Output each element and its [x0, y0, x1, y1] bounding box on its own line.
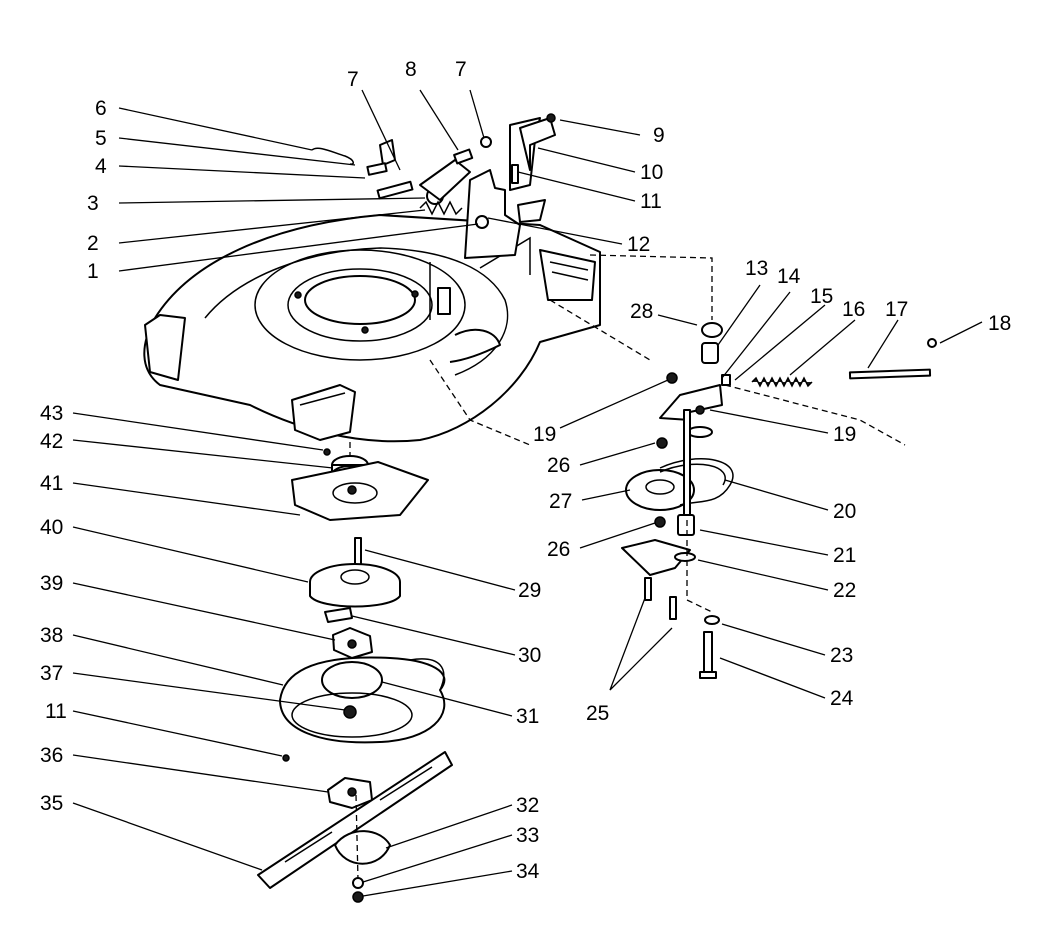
- mounting-bracket: [519, 117, 556, 171]
- nut-26b: [654, 516, 666, 528]
- callout-38: 38: [40, 624, 63, 647]
- blade-stiffener: [334, 830, 391, 865]
- callout-34: 34: [516, 860, 540, 883]
- screw-43: [323, 448, 331, 456]
- callout-26a: 26: [547, 454, 570, 477]
- callout-12: 12: [627, 233, 650, 256]
- callout-7a: 7: [347, 68, 359, 91]
- washer-33: [352, 877, 364, 889]
- callout-11-bottom: 11: [45, 700, 67, 723]
- callout-26b: 26: [547, 538, 570, 561]
- callout-8: 8: [405, 58, 417, 81]
- callout-21: 21: [833, 544, 856, 567]
- nut-small: [546, 113, 556, 123]
- pin: [366, 162, 388, 176]
- callout-4: 4: [95, 155, 107, 178]
- washer-23: [704, 615, 720, 625]
- nut: [475, 215, 489, 229]
- callout-31: 31: [516, 705, 539, 728]
- callout-29: 29: [518, 579, 541, 602]
- callout-14: 14: [777, 265, 801, 288]
- bolt: [376, 180, 414, 200]
- callout-36: 36: [40, 744, 63, 767]
- callout-10: 10: [640, 161, 663, 184]
- screw: [511, 164, 519, 184]
- callout-17: 17: [885, 298, 908, 321]
- lever-arm: [419, 159, 471, 201]
- callout-9: 9: [653, 124, 665, 147]
- callout-43: 43: [40, 402, 63, 425]
- washer-small: [480, 136, 492, 148]
- blade-stack: [257, 359, 531, 903]
- spring-clip: [311, 147, 355, 165]
- key-30: [324, 607, 353, 623]
- bushing: [701, 342, 719, 364]
- callout-labels: 6 5 4 3 2 1 7 8 7 9 10 11 12 13 14 15 16…: [40, 58, 1011, 883]
- nut-34: [352, 891, 364, 903]
- hub-31: [321, 661, 383, 699]
- callout-16: 16: [842, 298, 865, 321]
- flat-washer: [674, 552, 696, 562]
- callout-11-top: 11: [640, 190, 662, 213]
- leader-lines: [72, 89, 983, 897]
- callout-40: 40: [40, 516, 63, 539]
- callout-19b: 19: [833, 423, 856, 446]
- extension-spring: [751, 376, 813, 388]
- callout-37: 37: [40, 662, 63, 685]
- height-adjust-lever-assembly: [311, 113, 556, 229]
- nut-19: [666, 372, 678, 384]
- callout-27: 27: [549, 490, 572, 513]
- callout-32: 32: [516, 794, 539, 817]
- callout-5: 5: [95, 127, 107, 150]
- screw-11: [282, 754, 290, 762]
- bolt-25a: [644, 577, 652, 601]
- washer-plate: [687, 426, 713, 438]
- rod-clip: [927, 338, 937, 348]
- callout-30: 30: [518, 644, 541, 667]
- callout-7b: 7: [455, 58, 467, 81]
- callout-42: 42: [40, 430, 63, 453]
- callout-18: 18: [988, 312, 1011, 335]
- callout-6: 6: [95, 97, 107, 120]
- callout-1: 1: [87, 260, 99, 283]
- callout-28: 28: [630, 300, 653, 323]
- knob: [701, 322, 723, 338]
- callout-33: 33: [516, 824, 539, 847]
- callout-24: 24: [830, 687, 854, 710]
- idler-pulley: [625, 469, 695, 511]
- rod: [848, 368, 932, 380]
- bolt-25b: [669, 596, 677, 620]
- idler-tension-assembly: [549, 254, 937, 679]
- callout-39: 39: [40, 572, 63, 595]
- spring: [419, 200, 463, 216]
- callout-22: 22: [833, 579, 856, 602]
- mower-deck: [143, 117, 601, 443]
- callout-19a: 19: [533, 423, 556, 446]
- callout-23: 23: [830, 644, 853, 667]
- shaft: [683, 409, 691, 521]
- callout-41: 41: [40, 472, 63, 495]
- callout-13: 13: [745, 257, 768, 280]
- callout-2: 2: [87, 232, 99, 255]
- callout-15: 15: [810, 285, 833, 308]
- shoulder-bolt: [703, 631, 713, 675]
- nut-19b: [695, 405, 705, 415]
- hex-nut-37: [343, 705, 357, 719]
- callout-35: 35: [40, 792, 63, 815]
- pivot-bushing: [677, 514, 695, 536]
- mower-blade: [257, 751, 453, 889]
- callout-25: 25: [586, 702, 609, 725]
- engine-adapter-plate: [291, 461, 429, 521]
- nut-26a: [656, 437, 668, 449]
- callout-20: 20: [833, 500, 856, 523]
- callout-3: 3: [87, 192, 99, 215]
- spacer: [453, 148, 474, 165]
